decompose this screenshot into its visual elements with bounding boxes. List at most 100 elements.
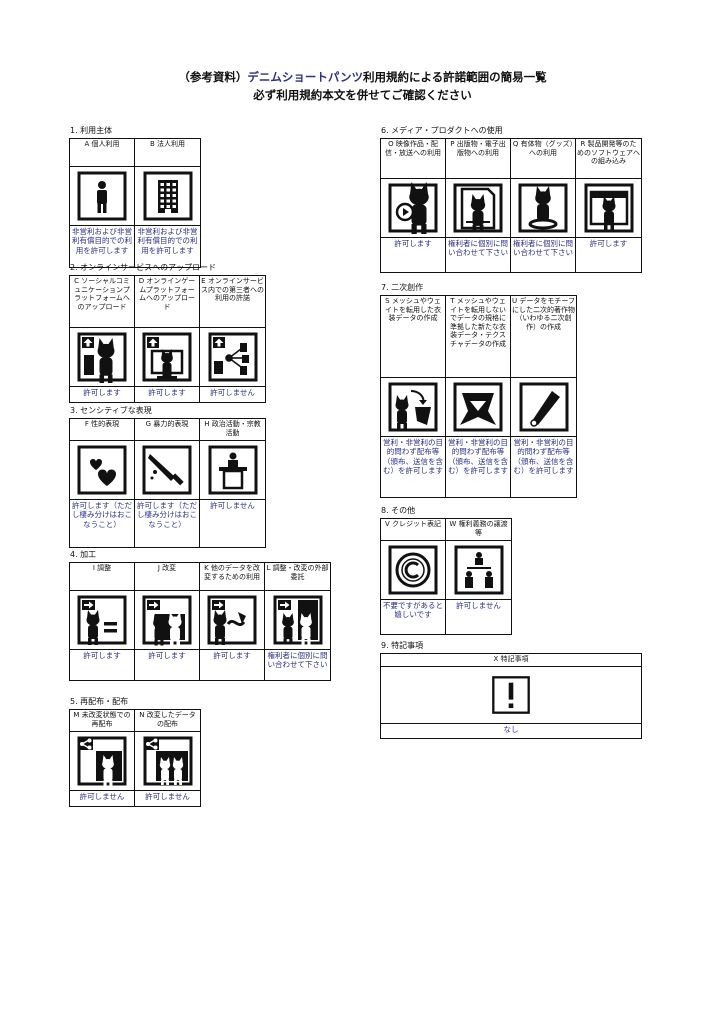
permission-text: 営利・非営利の目的問わず配布等（頒布、送信を含む）を許可します — [513, 438, 574, 476]
permission-text: 許可しません — [210, 501, 255, 510]
rule-icon-cell — [70, 441, 134, 500]
permission-text: 許可します — [83, 388, 121, 397]
game-upload-icon — [142, 332, 192, 382]
product-name: デニムショートパンツ — [247, 70, 363, 84]
section-derivative-works: 7. 二次創作 S メッシュやウェイトを転用した衣装データの作成 営利・非営利の… — [380, 282, 577, 498]
modify-icon — [142, 595, 192, 646]
rule-header: O 映像作品・配信・放送への利用 — [381, 139, 445, 179]
permission-text: 権利者に個別に問い合わせて下さい — [513, 239, 573, 258]
distribute-modified-icon — [143, 736, 192, 786]
rule-column: W 権利義務の譲渡等 許可しません — [446, 519, 511, 634]
rule-column: A 個人利用 非営利および非営利有償目的での利用を許可します — [70, 139, 135, 267]
rule-header: H 政治活動・宗教活動 — [200, 419, 265, 441]
rule-header: F 性的表現 — [70, 419, 134, 441]
permission-text: 許可します — [148, 651, 186, 660]
rule-column: F 性的表現 許可します（ただし棲み分けはおこなうこと） — [70, 419, 135, 547]
rule-column: Q 有体物（グッズ）への利用 権利者に個別に問い合わせて下さい — [511, 139, 576, 272]
rule-grid: C ソーシャルコミュニケーションプラットフォームへのアップロード 許可します D… — [69, 275, 266, 403]
rule-header: N 改変したデータの配布 — [135, 710, 200, 732]
share-upload-icon — [208, 332, 257, 382]
rule-column: S メッシュやウェイトを転用した衣装データの作成 営利・非営利の目的問わず配布等… — [381, 296, 446, 497]
rule-header: M 未改変状態での再配布 — [70, 710, 134, 732]
rule-header: X 特記事項 — [381, 654, 641, 667]
permission-text: なし — [503, 725, 519, 734]
rule-header: U データをモチーフにした二次的著作物（いわゆる二次創作）の作成 — [511, 296, 576, 378]
rule-column: C ソーシャルコミュニケーションプラットフォームへのアップロード 許可します — [70, 276, 135, 402]
section-redistribution: 5. 再配布・配布 M 未改変状態での再配布 許可しません N 改変したデータの… — [69, 696, 201, 807]
section-title: 6. メディア・プロダクトへの使用 — [381, 126, 503, 135]
rule-icon-cell — [511, 179, 575, 238]
rule-icon-cell — [576, 179, 641, 238]
hearts-icon — [77, 445, 127, 495]
rule-header: W 権利義務の譲渡等 — [446, 519, 511, 541]
rule-icon-cell — [70, 591, 134, 650]
outsourcing-icon — [273, 595, 322, 645]
rule-header: G 暴力的表現 — [135, 419, 199, 441]
rule-icon-cell — [70, 167, 134, 226]
rule-header: K 他のデータを改変するための利用 — [200, 563, 264, 591]
mesh-reuse-icon — [388, 382, 438, 432]
video-icon — [388, 182, 438, 234]
rule-header: E オンラインサービス内での第三者への利用の許諾 — [200, 276, 265, 328]
rule-icon-cell — [446, 541, 511, 600]
section-processing: 4. 加工 I 調整 許可します J 改変 許可します K 他のデータを改変す — [69, 549, 331, 681]
section-title: 1. 利用主体 — [70, 126, 113, 135]
section-special-notes: 9. 特記事項 X 特記事項 なし — [380, 640, 642, 739]
section-title: 2. オンラインサービスへのアップロード — [70, 263, 217, 272]
permission-text: 非営利および非営利有償目的での利用を許可します — [137, 227, 198, 255]
permission-text: 許可します — [394, 239, 432, 248]
rule-column: P 出版物・電子出版物への利用 権利者に個別に問い合わせて下さい — [446, 139, 511, 272]
rule-header: V クレジット表記 — [381, 519, 445, 541]
permission-text: 権利者に個別に問い合わせて下さい — [267, 651, 328, 670]
copyright-icon — [388, 545, 438, 595]
permission-text: 非営利および非営利有償目的での利用を許可します — [72, 227, 132, 255]
pen-icon — [519, 382, 568, 432]
section-usage-subject: 1. 利用主体 A 個人利用 非営利および非営利有償目的での利用を許可します B… — [69, 125, 201, 268]
rule-header: J 改変 — [135, 563, 199, 591]
permission-text: 権利者に個別に問い合わせて下さい — [448, 239, 508, 258]
rule-column: B 法人利用 非営利および非営利有償目的での利用を許可します — [135, 139, 200, 267]
rule-icon-cell — [265, 591, 330, 650]
section-title: 5. 再配布・配布 — [70, 697, 129, 706]
rule-grid: O 映像作品・配信・放送への利用 許可します P 出版物・電子出版物への利用 権… — [380, 138, 642, 273]
permission-text: 許可しません — [145, 792, 190, 801]
rule-icon-cell — [200, 328, 265, 387]
social-upload-icon — [77, 332, 127, 383]
rule-icon-cell — [381, 179, 445, 238]
rule-header: R 製品開発等のためのソフトウェアへの組み込み — [576, 139, 641, 179]
rule-icon-cell — [200, 591, 264, 650]
title-line-2: 必ず利用規約本文を併せてご確認ください — [253, 88, 472, 102]
section-sensitive-expression: 3. センシティブな表現 F 性的表現 許可します（ただし棲み分けはおこなうこと… — [69, 405, 266, 548]
rule-icon-cell — [135, 591, 199, 650]
section-title: 4. 加工 — [70, 550, 97, 559]
rule-column: U データをモチーフにした二次的著作物（いわゆる二次創作）の作成 営利・非営利の… — [511, 296, 576, 497]
rule-icon-cell — [381, 378, 445, 437]
rule-column: T メッシュやウェイトを転用しないでデータの規格に準拠した新たな衣装データ・テク… — [446, 296, 511, 497]
rule-grid: S メッシュやウェイトを転用した衣装データの作成 営利・非営利の目的問わず配布等… — [380, 295, 577, 498]
rule-grid: M 未改変状態での再配布 許可しません N 改変したデータの配布 許可しません — [69, 709, 201, 807]
software-icon — [584, 183, 633, 233]
permission-text: 許可します（ただし棲み分けはおこなうこと） — [72, 501, 132, 529]
rule-icon-cell — [446, 378, 510, 437]
rule-header: S メッシュやウェイトを転用した衣装データの作成 — [381, 296, 445, 378]
permission-text: 許可します — [83, 651, 121, 660]
rule-column: N 改変したデータの配布 許可しません — [135, 710, 200, 806]
rule-icon-cell — [511, 378, 576, 437]
rule-column: X 特記事項 なし — [381, 654, 641, 738]
rule-icon-cell — [70, 328, 134, 387]
rule-header: T メッシュやウェイトを転用しないでデータの規格に準拠した新たな衣装データ・テク… — [446, 296, 510, 378]
knife-icon — [142, 445, 192, 495]
permission-text: 許可しません — [456, 601, 501, 610]
rule-column: H 政治活動・宗教活動 許可しません — [200, 419, 265, 547]
permission-text: 許可しません — [79, 792, 125, 801]
page-title: （参考資料）デニムショートパンツ利用規約による許諾範囲の簡易一覧 必ず利用規約本… — [0, 68, 725, 104]
rule-icon-cell — [381, 667, 641, 724]
rule-grid: I 調整 許可します J 改変 許可します K 他のデータを改変するための利用 — [69, 562, 331, 681]
rule-column: V クレジット表記 不要ですがあると嬉しいです — [381, 519, 446, 634]
rule-column: L 調整・改変の外部委託 権利者に個別に問い合わせて下さい — [265, 563, 330, 680]
rule-column: G 暴力的表現 許可します（ただし棲み分けはおこなうこと） — [135, 419, 200, 547]
adjust-icon — [77, 595, 127, 645]
other-data-icon — [207, 595, 257, 645]
rule-grid: F 性的表現 許可します（ただし棲み分けはおこなうこと） G 暴力的表現 許可し… — [69, 418, 266, 548]
rule-header: B 法人利用 — [135, 139, 200, 167]
